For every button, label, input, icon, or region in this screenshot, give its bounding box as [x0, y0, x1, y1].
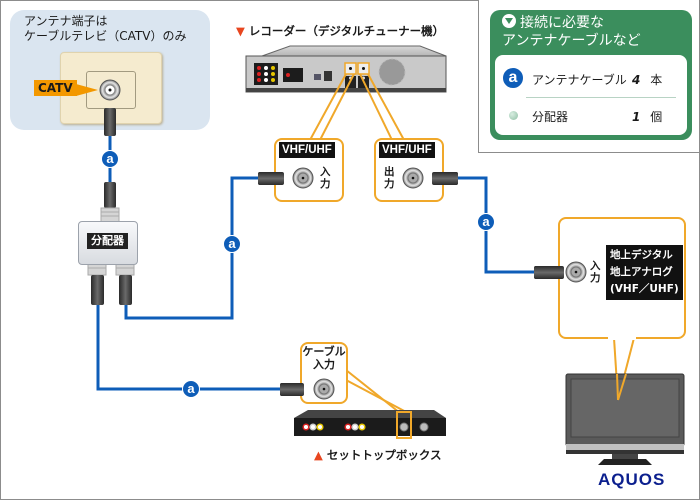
- cable-recorder-to-tv: [458, 176, 538, 274]
- recorder-label: ▼ レコーダー（デジタルチューナー機）: [236, 23, 444, 39]
- triangle-down-circle-icon: [502, 14, 516, 28]
- wall-outlet-title: アンテナ端子は ケーブルテレビ（CATV）のみ: [24, 14, 187, 43]
- cable-splitter-to-recorder: [124, 176, 262, 320]
- catv-port-label: CATV: [34, 80, 77, 96]
- legend-item-unit: 個: [650, 110, 663, 124]
- legend-item-unit: 本: [650, 73, 663, 87]
- stb-input-callout: [300, 342, 348, 404]
- recorder-output-tag: VHF/UHF: [379, 142, 435, 158]
- legend-splitter-dot-icon: [509, 111, 518, 120]
- cable-badge-a-recorder-in: a: [223, 235, 241, 253]
- splitter-label: 分配器: [87, 233, 128, 249]
- triangle-up-icon: ▲: [314, 448, 323, 462]
- legend-divider: [526, 97, 676, 98]
- recorder-label-text: レコーダー（デジタルチューナー機）: [248, 24, 445, 38]
- stb-label: ▲ セットトップボックス: [314, 447, 442, 463]
- legend-title: 接続に必要な アンテナケーブルなど: [502, 13, 641, 50]
- legend-item-qty: 1: [632, 110, 641, 124]
- legend-antenna-cable-icon: a: [502, 67, 524, 89]
- cable-badge-a-wall: a: [101, 150, 119, 168]
- tv-input-tag: 地上デジタル 地上アナログ (VHF／UHF): [606, 245, 683, 300]
- triangle-down-icon: ▼: [236, 24, 245, 38]
- set-top-box-device: [294, 410, 446, 439]
- legend-item-antenna-cable-qty: 4 本: [632, 71, 662, 88]
- stb-input-label: ケーブル 入力: [302, 345, 346, 371]
- legend-item-splitter: 分配器: [532, 108, 568, 125]
- legend-item-label: 分配器: [532, 110, 569, 124]
- legend-item-antenna-cable: アンテナケーブル: [532, 71, 627, 88]
- cable-splitter-to-stb: [96, 305, 282, 391]
- tv-device: [565, 373, 685, 465]
- cable-badge-a-tv: a: [477, 213, 495, 231]
- legend-body: [495, 55, 687, 135]
- recorder-device: [245, 45, 447, 93]
- legend-item-label: アンテナケーブル: [532, 73, 627, 87]
- cable-badge-a-stb: a: [182, 380, 200, 398]
- recorder-input-tag: VHF/UHF: [279, 142, 335, 158]
- tv-input-side-text: 入 力: [590, 260, 601, 284]
- legend-item-qty: 4: [632, 73, 641, 87]
- recorder-input-side-text: 入 力: [320, 166, 331, 190]
- stb-label-text: セットトップボックス: [326, 448, 442, 462]
- legend-item-splitter-qty: 1 個: [632, 108, 662, 125]
- legend-title-text: 接続に必要な アンテナケーブルなど: [502, 15, 641, 49]
- wall-plug: [104, 108, 116, 136]
- recorder-output-side-text: 出 力: [384, 166, 395, 190]
- tv-brand-label: AQUOS: [598, 470, 666, 489]
